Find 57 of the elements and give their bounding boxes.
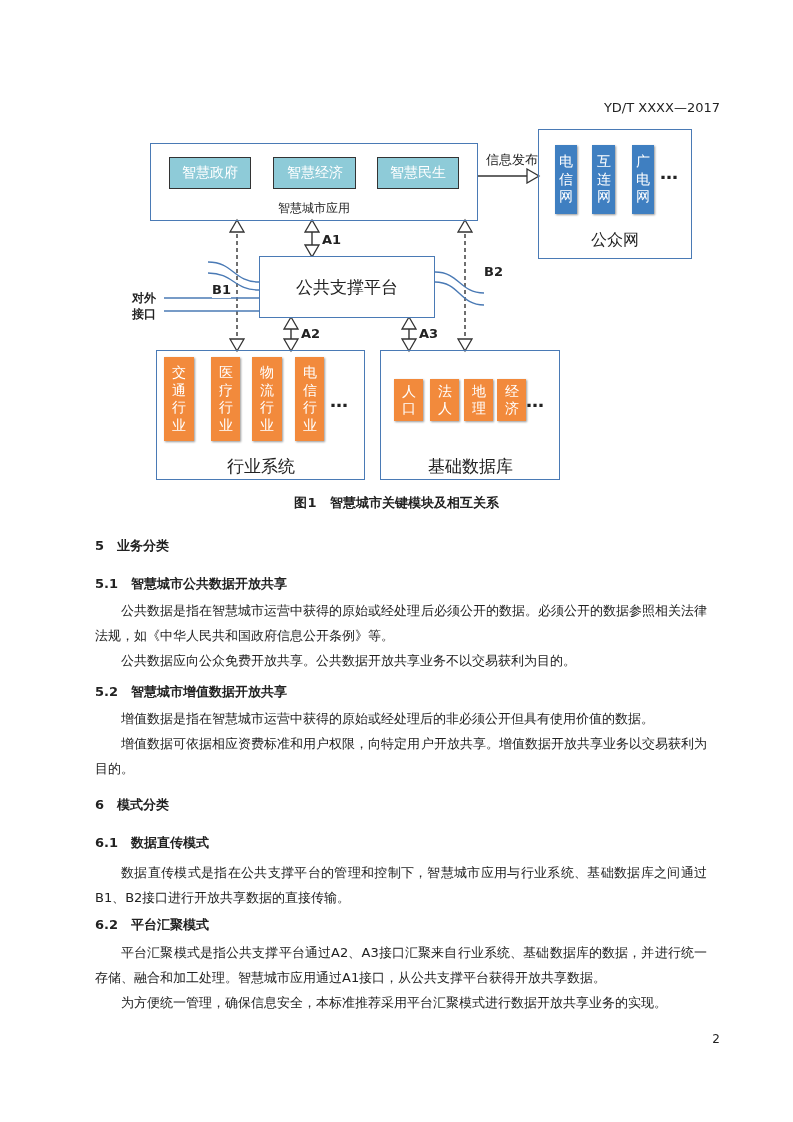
connector-line [163,310,260,312]
arrow [477,168,540,184]
network-box: 电信网 [555,145,577,214]
panel-title: 行业系统 [225,455,296,478]
page-number: 2 [712,1031,720,1048]
interface-label: 对外接口 [132,290,164,322]
document-code: YD/T XXXX—2017 [603,99,720,117]
network-box: 互连网 [592,145,615,214]
data-box: 人口 [394,379,423,421]
ellipsis: … [660,161,678,185]
module-box: 智慧经济 [273,157,356,189]
ellipsis: … [330,389,348,413]
data-box: 地理 [464,379,493,421]
connector-line [434,281,485,306]
arrow [304,219,320,258]
body-paragraph: 为方便统一管理，确保信息安全，本标准推荐采用平台汇聚模式进行数据开放共享业务的实现。 [120,994,668,1012]
module-panel [538,129,692,259]
edge-label: 信息发布 [486,152,538,168]
section-heading: 6 模式分类 [95,796,171,814]
section-heading: 5.1 智慧城市公共数据开放共享 [95,575,289,593]
module-panel [150,143,478,221]
edge-label: B1 [212,282,231,298]
section-heading: 5 业务分类 [95,537,171,555]
data-box: 医疗行业 [211,357,240,441]
data-box: 交通行业 [164,357,194,441]
body-paragraph: 公共数据应向公众免费开放共享。公共数据开放共享业务不以交易获利为目的。 [120,652,577,670]
panel-title: 基础数据库 [426,455,514,478]
arrow [401,316,417,352]
section-heading: 5.2 智慧城市增值数据开放共享 [95,683,289,701]
data-box: 经济 [497,379,526,421]
network-box: 广电网 [632,145,654,214]
connector-line [434,271,485,294]
ellipsis: … [526,389,544,413]
arrow [457,219,473,352]
body-paragraph: 增值数据可依据相应资费标准和用户权限，向特定用户开放共享。增值数据开放共享业务以交易获利为目的。 [95,735,707,778]
arrow [283,316,299,352]
section-heading: 6.1 数据直传模式 [95,834,211,852]
body-paragraph: 数据直传模式是指在公共支撑平台的管理和控制下，智慧城市应用与行业系统、基础数据库之间通过B1、B2接口进行开放共享数据的直接传输。 [95,864,707,907]
data-box: 法人 [430,379,459,421]
connector-line [207,272,260,291]
connector-line [207,261,260,283]
body-paragraph: 平台汇聚模式是指公共支撑平台通过A2、A3接口汇聚来自行业系统、基础数据库的数据，并进行统一存储、融合和加工处理。智慧城市应用通过A1接口，从公共支撑平台获得开放共享数据。 [95,944,707,987]
panel-title: 智慧城市应用 [277,200,351,217]
connector-line [163,297,260,299]
platform-box: 公共支撑平台 [259,256,435,318]
arrow [229,219,245,352]
data-box: 电信行业 [295,357,324,441]
module-box: 智慧政府 [169,157,251,189]
module-panel [380,350,560,480]
module-panel [156,350,365,480]
figure-caption: 图1 智慧城市关键模块及相互关系 [294,495,499,510]
panel-title: 公众网 [590,230,640,251]
section-heading: 6.2 平台汇聚模式 [95,916,211,934]
module-box: 智慧民生 [377,157,459,189]
data-box: 物流行业 [252,357,282,441]
body-paragraph: 公共数据是指在智慧城市运营中获得的原始或经处理后必须公开的数据。必须公开的数据参照相关法律法规，如《中华人民共和国政府信息公开条例》等。 [95,602,707,645]
body-paragraph: 增值数据是指在智慧城市运营中获得的原始或经处理后的非必须公开但具有使用价值的数据。 [120,710,655,728]
